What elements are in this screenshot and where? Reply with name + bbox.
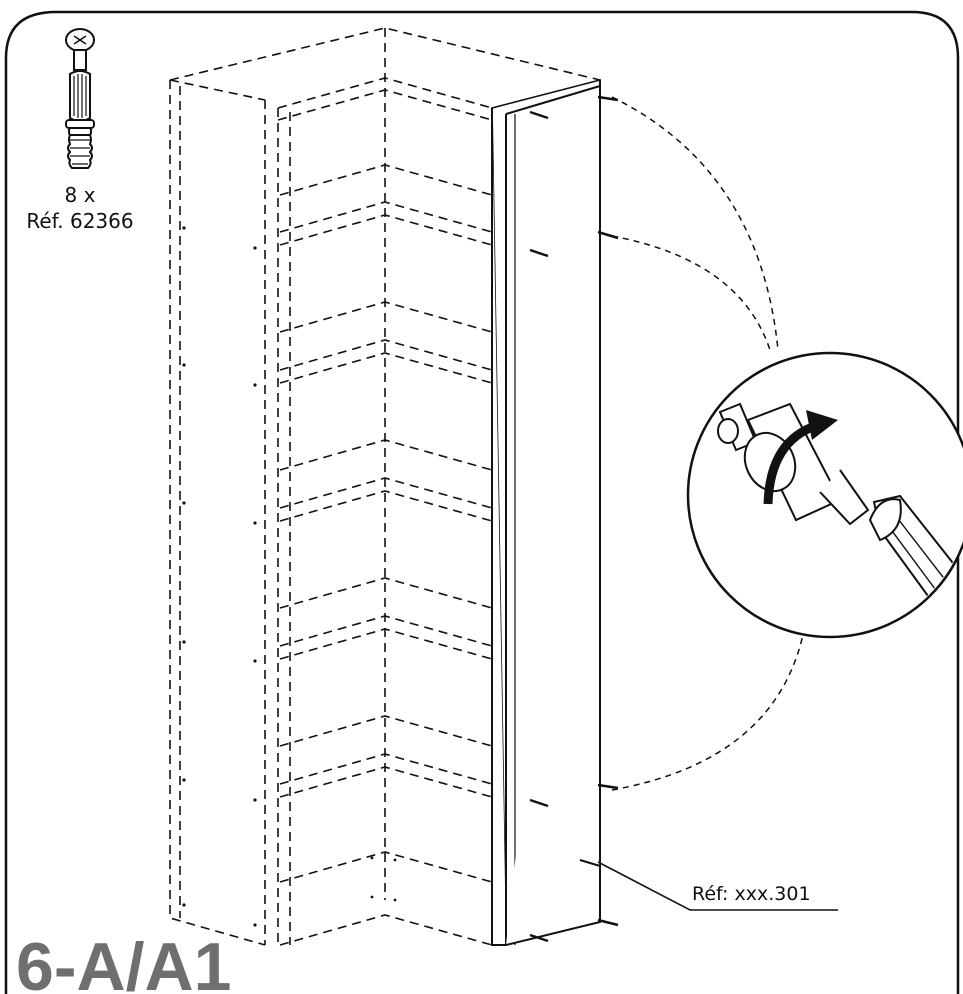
detail-leaders: [611, 96, 806, 791]
side-panel: [491, 78, 601, 947]
cam-bolt-icon: [65, 28, 95, 169]
panel-bolts: [529, 95, 619, 943]
page-frame: [4, 10, 960, 994]
part-quantity: 8 x: [65, 183, 96, 207]
step-label: 6-A/A1: [16, 929, 231, 994]
detail-circle: [686, 351, 963, 639]
callout-reference: Réf: xxx.301: [692, 883, 811, 905]
part-reference: Réf. 62366: [26, 209, 133, 233]
rotate-arrow-icon: [763, 410, 838, 505]
reference-callout: Réf: xxx.301: [597, 861, 838, 911]
